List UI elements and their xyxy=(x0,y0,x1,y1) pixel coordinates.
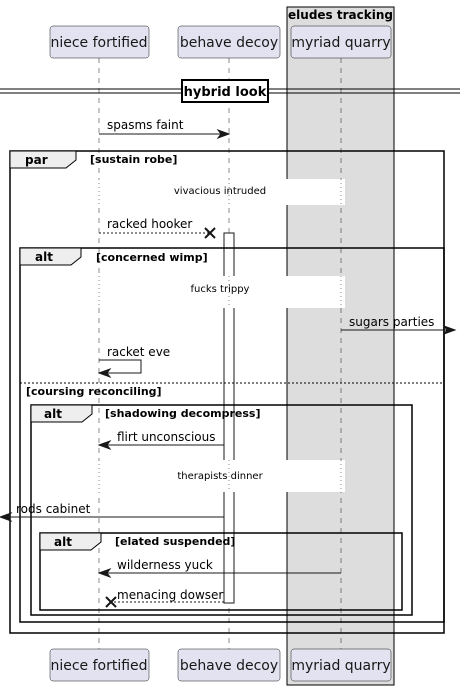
participant-group-box: eludes tracking xyxy=(286,6,395,686)
frame-condition: [shadowing decompress] xyxy=(105,407,260,420)
divider-label: hybrid look xyxy=(184,85,267,100)
message-label: sugars parties xyxy=(349,315,434,329)
message-spasms-faint: spasms faint xyxy=(99,118,231,140)
alt-frame-elated-suspended: alt [elated suspended] xyxy=(39,532,403,611)
group-title: eludes tracking xyxy=(288,8,393,22)
participant-label: behave decoy xyxy=(180,658,278,674)
delay-label: therapists dinner xyxy=(177,471,263,482)
frame-keyword: alt xyxy=(54,535,72,549)
else-condition: [coursing reconciling] xyxy=(26,385,162,398)
frame-keyword: alt xyxy=(44,407,62,421)
delay-vivacious-intruded: vivacious intruded xyxy=(95,179,345,205)
participant-niece-bottom[interactable]: niece fortified xyxy=(49,648,150,682)
message-label: rods cabinet xyxy=(16,502,91,516)
frame-condition: [concerned wimp] xyxy=(96,251,208,264)
message-wilderness-yuck: wilderness yuck xyxy=(97,558,341,579)
participant-label: myriad quarry xyxy=(291,35,390,51)
participant-behave-bottom[interactable]: behave decoy xyxy=(177,648,281,682)
alt-frame-concerned-wimp: alt [concerned wimp] xyxy=(19,247,445,623)
message-label: menacing dowser xyxy=(117,588,223,602)
participant-myriad-top[interactable]: myriad quarry xyxy=(290,25,392,59)
message-label: spasms faint xyxy=(107,118,184,132)
participant-label: niece fortified xyxy=(50,35,147,51)
message-racked-hooker: racked hooker xyxy=(99,217,216,239)
message-label: racket eve xyxy=(107,345,170,359)
message-menacing-dowser: menacing dowser xyxy=(105,588,224,608)
activation-behave xyxy=(223,232,235,604)
participant-label: myriad quarry xyxy=(291,658,390,674)
message-racket-eve: racket eve xyxy=(97,345,170,379)
participant-myriad-bottom[interactable]: myriad quarry xyxy=(290,648,392,682)
participant-niece-top[interactable]: niece fortified xyxy=(49,25,150,59)
participant-label: behave decoy xyxy=(180,35,278,51)
frame-condition: [elated suspended] xyxy=(115,535,235,548)
message-rods-cabinet: rods cabinet xyxy=(0,502,224,523)
participant-behave-top[interactable]: behave decoy xyxy=(177,25,281,59)
frame-keyword: alt xyxy=(35,250,53,264)
frame-condition: [sustain robe] xyxy=(90,153,177,166)
message-label: wilderness yuck xyxy=(117,558,213,572)
message-label: flirt unconscious xyxy=(117,430,215,444)
delay-therapists-dinner: therapists dinner xyxy=(95,460,345,492)
message-label: racked hooker xyxy=(107,217,192,231)
message-sugars-parties: sugars parties xyxy=(341,315,457,336)
divider: hybrid look xyxy=(0,79,460,103)
delay-fucks-trippy: fucks trippy xyxy=(95,276,345,308)
message-flirt-unconscious: flirt unconscious xyxy=(97,430,224,451)
participant-label: niece fortified xyxy=(50,658,147,674)
delay-label: fucks trippy xyxy=(191,284,250,295)
delay-label: vivacious intruded xyxy=(174,186,266,197)
frame-keyword: par xyxy=(25,153,48,167)
alt-else-separator: [coursing reconciling] xyxy=(20,382,444,398)
alt-frame-shadowing-decompress: alt [shadowing decompress] xyxy=(30,404,413,616)
